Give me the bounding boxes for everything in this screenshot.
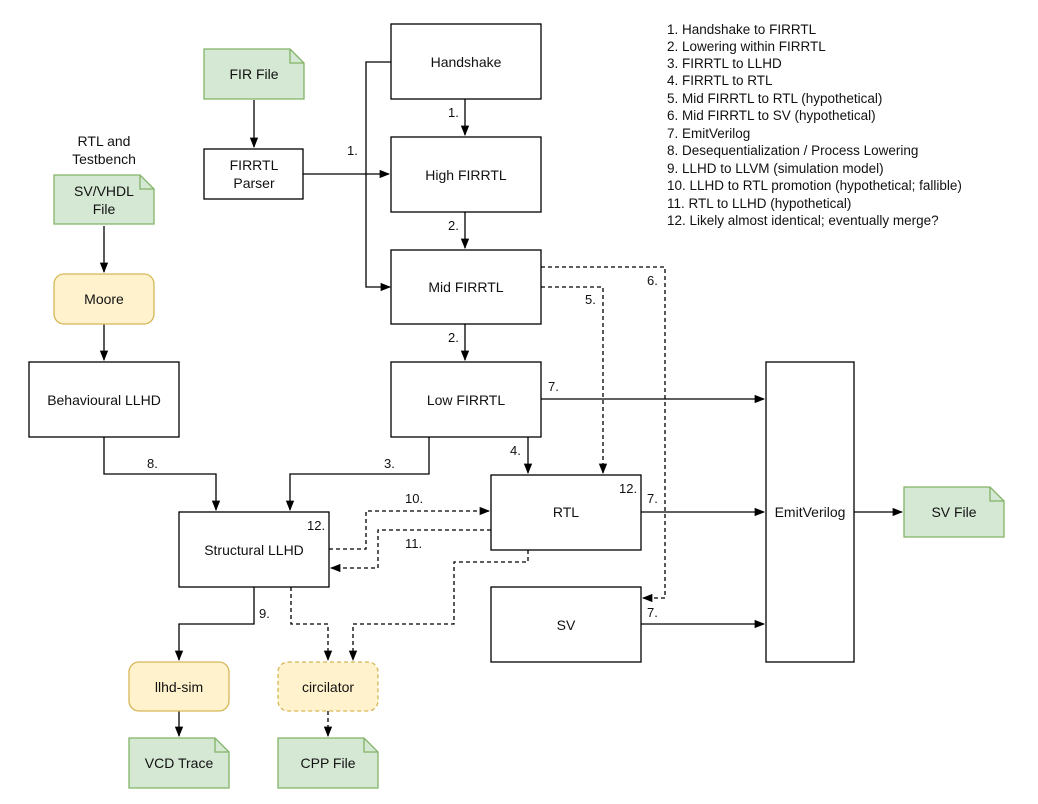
- svg-text:Testbench: Testbench: [72, 151, 136, 167]
- svg-text:Behavioural LLHD: Behavioural LLHD: [47, 392, 161, 408]
- edge-behav-struct: [103, 437, 221, 512]
- node-sv-vhdl-file: SV/VHDL File: [53, 174, 155, 225]
- legend-item: 1. Handshake to FIRRTL: [667, 22, 817, 37]
- rtl-testbench-caption: RTL and Testbench: [72, 133, 136, 167]
- legend-item: 3. FIRRTL to LLHD: [667, 56, 782, 71]
- node-low-firrtl: Low FIRRTL: [390, 361, 542, 438]
- node-firrtl-parser: FIRRTL Parser: [203, 148, 304, 200]
- node-moore: Moore: [53, 273, 155, 325]
- svg-text:File: File: [93, 201, 116, 217]
- label-low-rtl: 4.: [510, 443, 521, 458]
- legend-item: 11. RTL to LLHD (hypothetical): [667, 196, 851, 211]
- legend: 1. Handshake to FIRRTL 2. Lowering withi…: [667, 22, 962, 228]
- svg-text:llhd-sim: llhd-sim: [155, 679, 203, 695]
- label-high-mid: 2.: [448, 218, 459, 233]
- svg-text:Structural LLHD: Structural LLHD: [204, 542, 304, 558]
- svg-text:SV/VHDL: SV/VHDL: [74, 183, 134, 199]
- legend-item: 7. EmitVerilog: [667, 126, 750, 141]
- label-rtl-struct: 11.: [405, 536, 422, 551]
- legend-item: 4. FIRRTL to RTL: [667, 73, 773, 88]
- svg-text:SV: SV: [557, 617, 576, 633]
- label-rtl-corner: 12.: [619, 481, 637, 496]
- svg-text:RTL: RTL: [553, 504, 579, 520]
- svg-text:VCD Trace: VCD Trace: [145, 755, 214, 771]
- node-rtl: RTL: [490, 474, 642, 551]
- node-emit-verilog: EmitVerilog: [765, 361, 855, 663]
- legend-item: 8. Desequentialization / Process Lowerin…: [667, 143, 918, 158]
- svg-text:EmitVerilog: EmitVerilog: [775, 504, 846, 520]
- label-struct-rtl: 10.: [405, 491, 423, 506]
- edge-struct-circ: [290, 587, 333, 662]
- svg-text:Low FIRRTL: Low FIRRTL: [427, 392, 506, 408]
- edge-labels: 1. 1. 2. 2. 5. 6. 7. 4. 3. 8. 10. 11. 12…: [147, 105, 658, 621]
- node-mid-firrtl: Mid FIRRTL: [390, 249, 542, 325]
- svg-text:SV File: SV File: [931, 504, 976, 520]
- label-rtl-emit: 7.: [647, 491, 658, 506]
- legend-item: 12. Likely almost identical; eventually …: [667, 213, 939, 228]
- label-mid-sv: 6.: [647, 273, 658, 288]
- node-handshake: Handshake: [390, 23, 542, 100]
- node-structural-llhd: Structural LLHD: [178, 511, 330, 588]
- edge-mid-rtl: [541, 286, 608, 475]
- node-sv: SV: [490, 586, 642, 663]
- label-struct-sim: 9.: [259, 606, 270, 621]
- svg-text:CPP File: CPP File: [301, 755, 356, 771]
- edge-struct-rtl: [329, 506, 491, 550]
- node-behavioural-llhd: Behavioural LLHD: [28, 361, 180, 438]
- legend-item: 10. LLHD to RTL promotion (hypothetical;…: [667, 178, 962, 193]
- svg-text:Parser: Parser: [233, 175, 275, 191]
- svg-text:High FIRRTL: High FIRRTL: [425, 167, 507, 183]
- svg-text:circilator: circilator: [302, 679, 354, 695]
- svg-text:FIR File: FIR File: [230, 66, 279, 82]
- node-sv-file: SV File: [903, 486, 1005, 538]
- label-mid-rtl: 5.: [585, 292, 596, 307]
- node-fir-file: FIR File: [203, 48, 305, 100]
- svg-text:Handshake: Handshake: [431, 54, 502, 70]
- edge-rtl-struct: [329, 529, 491, 573]
- svg-text:FIRRTL: FIRRTL: [230, 157, 279, 173]
- label-struct-corner: 12.: [307, 518, 325, 533]
- edge-struct-sim: [174, 587, 255, 662]
- node-cpp-file: CPP File: [277, 737, 379, 789]
- label-parser-high: 1.: [347, 143, 358, 158]
- edge-low-struct: [285, 437, 430, 512]
- label-mid-low: 2.: [448, 330, 459, 345]
- edge-mid-sv: [541, 266, 666, 603]
- svg-text:RTL and: RTL and: [78, 133, 131, 149]
- svg-text:Moore: Moore: [84, 291, 124, 307]
- label-low-struct: 3.: [384, 456, 395, 471]
- svg-text:Mid FIRRTL: Mid FIRRTL: [428, 279, 503, 295]
- node-high-firrtl: High FIRRTL: [390, 136, 542, 213]
- legend-item: 6. Mid FIRRTL to SV (hypothetical): [667, 108, 876, 123]
- label-low-emit: 7.: [548, 379, 559, 394]
- label-handshake-high: 1.: [448, 105, 459, 120]
- legend-item: 2. Lowering within FIRRTL: [667, 39, 826, 54]
- legend-item: 5. Mid FIRRTL to RTL (hypothetical): [667, 91, 882, 106]
- legend-item: 9. LLHD to LLVM (simulation model): [667, 161, 884, 176]
- label-sv-emit: 7.: [647, 605, 658, 620]
- edge-rtl-circ: [348, 550, 529, 662]
- node-llhd-sim: llhd-sim: [128, 661, 230, 712]
- node-vcd-trace: VCD Trace: [128, 737, 230, 789]
- node-circilator: circilator: [277, 661, 379, 712]
- label-behav-struct: 8.: [147, 456, 158, 471]
